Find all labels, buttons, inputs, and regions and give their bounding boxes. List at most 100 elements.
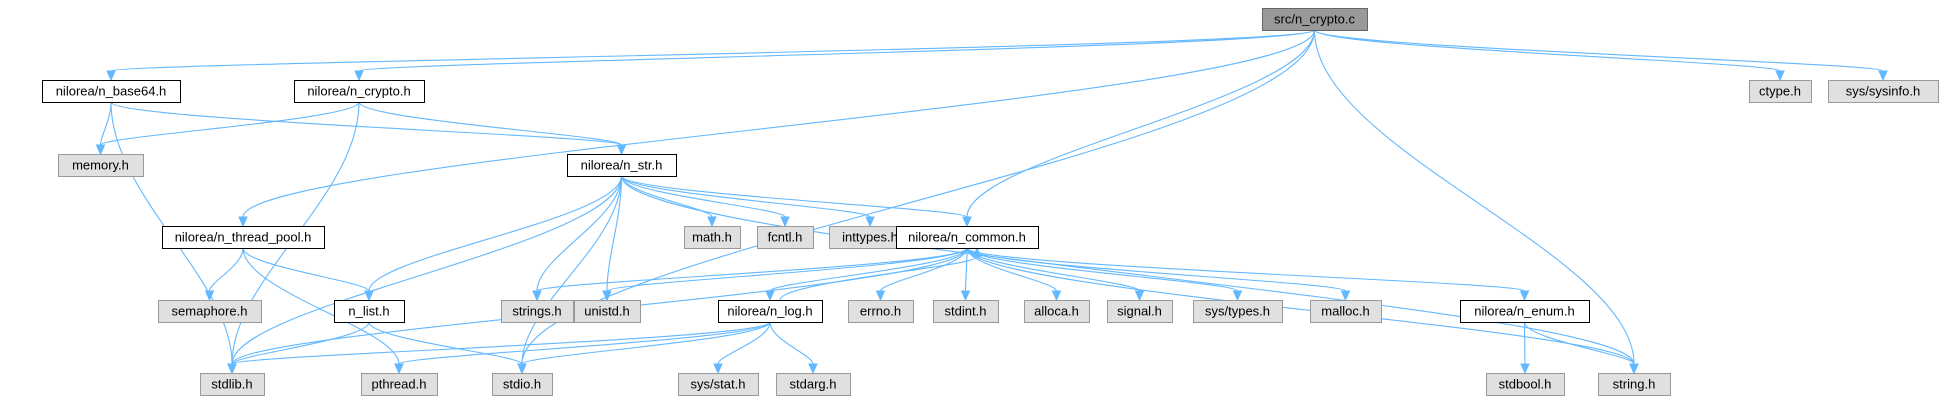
edge-n_log_h-to-stdlib_h [227, 321, 771, 375]
edge-n_thread_pool_h-to-n_list_h [242, 247, 374, 302]
node-n-crypto-c[interactable]: src/n_crypto.c [1262, 8, 1368, 31]
node-label: unistd.h [584, 304, 630, 319]
node-label: semaphore.h [172, 304, 248, 319]
node-n-list-h[interactable]: n_list.h [334, 300, 405, 323]
node-label: stdlib.h [211, 377, 252, 392]
node-label: errno.h [860, 304, 901, 319]
node-n-common-h[interactable]: nilorea/n_common.h [896, 226, 1039, 249]
edge-n_log_h-to-n_common_h [779, 246, 982, 301]
node-signal-h: signal.h [1107, 300, 1173, 323]
edge-n_str_h-to-fcntl_h [620, 175, 790, 228]
edge-n_str_h-to-inttypes_h [620, 175, 875, 228]
node-label: memory.h [72, 158, 129, 173]
node-label: alloca.h [1034, 304, 1079, 319]
node-label: stdbool.h [1499, 377, 1552, 392]
edge-n_common_h-to-unistd_h [602, 247, 968, 302]
edge-n_str_h-to-string_h [620, 175, 1639, 375]
edge-n_list_h-to-stdlib_h [227, 321, 370, 375]
node-label: sys/stat.h [691, 377, 746, 392]
node-label: malloc.h [1321, 304, 1369, 319]
edge-n_crypto_c-to-n_thread_pool_h [238, 29, 1316, 228]
edge-n_str_h-to-math_h [620, 175, 717, 228]
edge-n_common_h-to-strings_h [532, 247, 968, 302]
node-label: fcntl.h [768, 230, 803, 245]
edge-n_crypto_h-to-memory_h [95, 101, 360, 156]
node-label: stdarg.h [790, 377, 837, 392]
node-stdio-h: stdio.h [492, 373, 553, 396]
edge-n_common_h-to-n_enum_h [966, 247, 1530, 302]
edge-n_common_h-to-alloca_h [966, 247, 1062, 302]
edge-n_common_h-to-errno_h [875, 247, 968, 302]
node-fcntl-h: fcntl.h [757, 226, 814, 249]
node-label: nilorea/n_crypto.h [307, 84, 410, 99]
node-alloca-h: alloca.h [1024, 300, 1090, 323]
node-label: stdio.h [503, 377, 541, 392]
node-label: stdint.h [945, 304, 987, 319]
node-label: nilorea/n_enum.h [1474, 304, 1574, 319]
node-layer: src/n_crypto.c nilorea/n_base64.h nilorea/… [42, 8, 1939, 396]
node-errno-h: errno.h [848, 300, 914, 323]
node-label: src/n_crypto.c [1274, 12, 1355, 27]
node-stdbool-h: stdbool.h [1486, 373, 1565, 396]
node-n-str-h[interactable]: nilorea/n_str.h [567, 154, 677, 177]
edge-n_log_h-to-sysstat_h [713, 321, 771, 375]
node-label: sys/types.h [1205, 304, 1270, 319]
node-label: ctype.h [1759, 84, 1801, 99]
node-label: nilorea/n_log.h [727, 304, 812, 319]
edge-n_common_h-to-systypes_h [966, 247, 1243, 302]
edge-n_crypto_c-to-n_base64_h [106, 29, 1316, 82]
node-strings-h: strings.h [501, 300, 574, 323]
edge-n_enum_h-to-string_h [1523, 321, 1639, 375]
edge-n_crypto_h-to-n_str_h [358, 101, 627, 156]
edge-n_common_h-to-stdint_h [960, 247, 971, 302]
node-label: nilorea/n_thread_pool.h [175, 230, 312, 245]
node-stdint-h: stdint.h [933, 300, 999, 323]
node-semaphore-h: semaphore.h [158, 300, 262, 323]
node-label: math.h [692, 230, 732, 245]
node-label: nilorea/n_base64.h [56, 84, 167, 99]
node-label: sys/sysinfo.h [1846, 84, 1920, 99]
node-n-log-h[interactable]: nilorea/n_log.h [718, 300, 823, 323]
node-sysinfo-h: sys/sysinfo.h [1828, 80, 1939, 103]
edge-n_crypto_c-to-sysinfo_h [1313, 29, 1888, 82]
node-inttypes-h: inttypes.h [829, 226, 912, 249]
edge-n_log_h-to-pthread_h [394, 321, 771, 375]
node-label: pthread.h [372, 377, 427, 392]
node-label: nilorea/n_str.h [581, 158, 663, 173]
edge-n_crypto_c-to-n_crypto_h [354, 29, 1316, 82]
node-label: string.h [1613, 377, 1656, 392]
edge-n_crypto_c-to-n_common_h [962, 29, 1316, 228]
edge-n_str_h-to-n_list_h [364, 175, 623, 302]
node-n-base64-h[interactable]: nilorea/n_base64.h [42, 80, 181, 103]
node-malloc-h: malloc.h [1310, 300, 1382, 323]
edge-n_log_h-to-stdio_h [517, 321, 771, 375]
node-n-crypto-h[interactable]: nilorea/n_crypto.h [294, 80, 425, 103]
node-n-enum-h[interactable]: nilorea/n_enum.h [1460, 300, 1590, 323]
node-label: signal.h [1117, 304, 1162, 319]
node-unistd-h: unistd.h [574, 300, 641, 323]
edge-n_thread_pool_h-to-semaphore_h [204, 247, 244, 302]
node-ctype-h: ctype.h [1749, 80, 1812, 103]
node-stdlib-h: stdlib.h [200, 373, 265, 396]
node-n-thread-pool-h[interactable]: nilorea/n_thread_pool.h [162, 226, 325, 249]
node-label: n_list.h [348, 304, 389, 319]
edge-n_str_h-to-strings_h [532, 175, 623, 302]
node-pthread-h: pthread.h [361, 373, 438, 396]
node-memory-h: memory.h [58, 154, 144, 177]
edge-n_common_h-to-n_log_h [765, 247, 968, 302]
edge-n_common_h-to-malloc_h [966, 247, 1351, 302]
node-label: nilorea/n_common.h [908, 230, 1026, 245]
node-label: inttypes.h [842, 230, 898, 245]
edge-n_log_h-to-stdarg_h [769, 321, 818, 375]
node-math-h: math.h [684, 226, 741, 249]
edge-n_crypto_c-to-ctype_h [1313, 29, 1785, 82]
edge-n_list_h-to-stdio_h [368, 321, 527, 375]
edge-n_str_h-to-stdio_h [517, 175, 623, 375]
edge-n_base64_h-to-n_str_h [110, 101, 627, 156]
edge-n_enum_h-to-stdbool_h [1520, 321, 1530, 375]
node-label: strings.h [512, 304, 561, 319]
node-stdarg-h: stdarg.h [776, 373, 851, 396]
node-string-h: string.h [1598, 373, 1671, 396]
node-sysstat-h: sys/stat.h [678, 373, 759, 396]
node-systypes-h: sys/types.h [1193, 300, 1283, 323]
